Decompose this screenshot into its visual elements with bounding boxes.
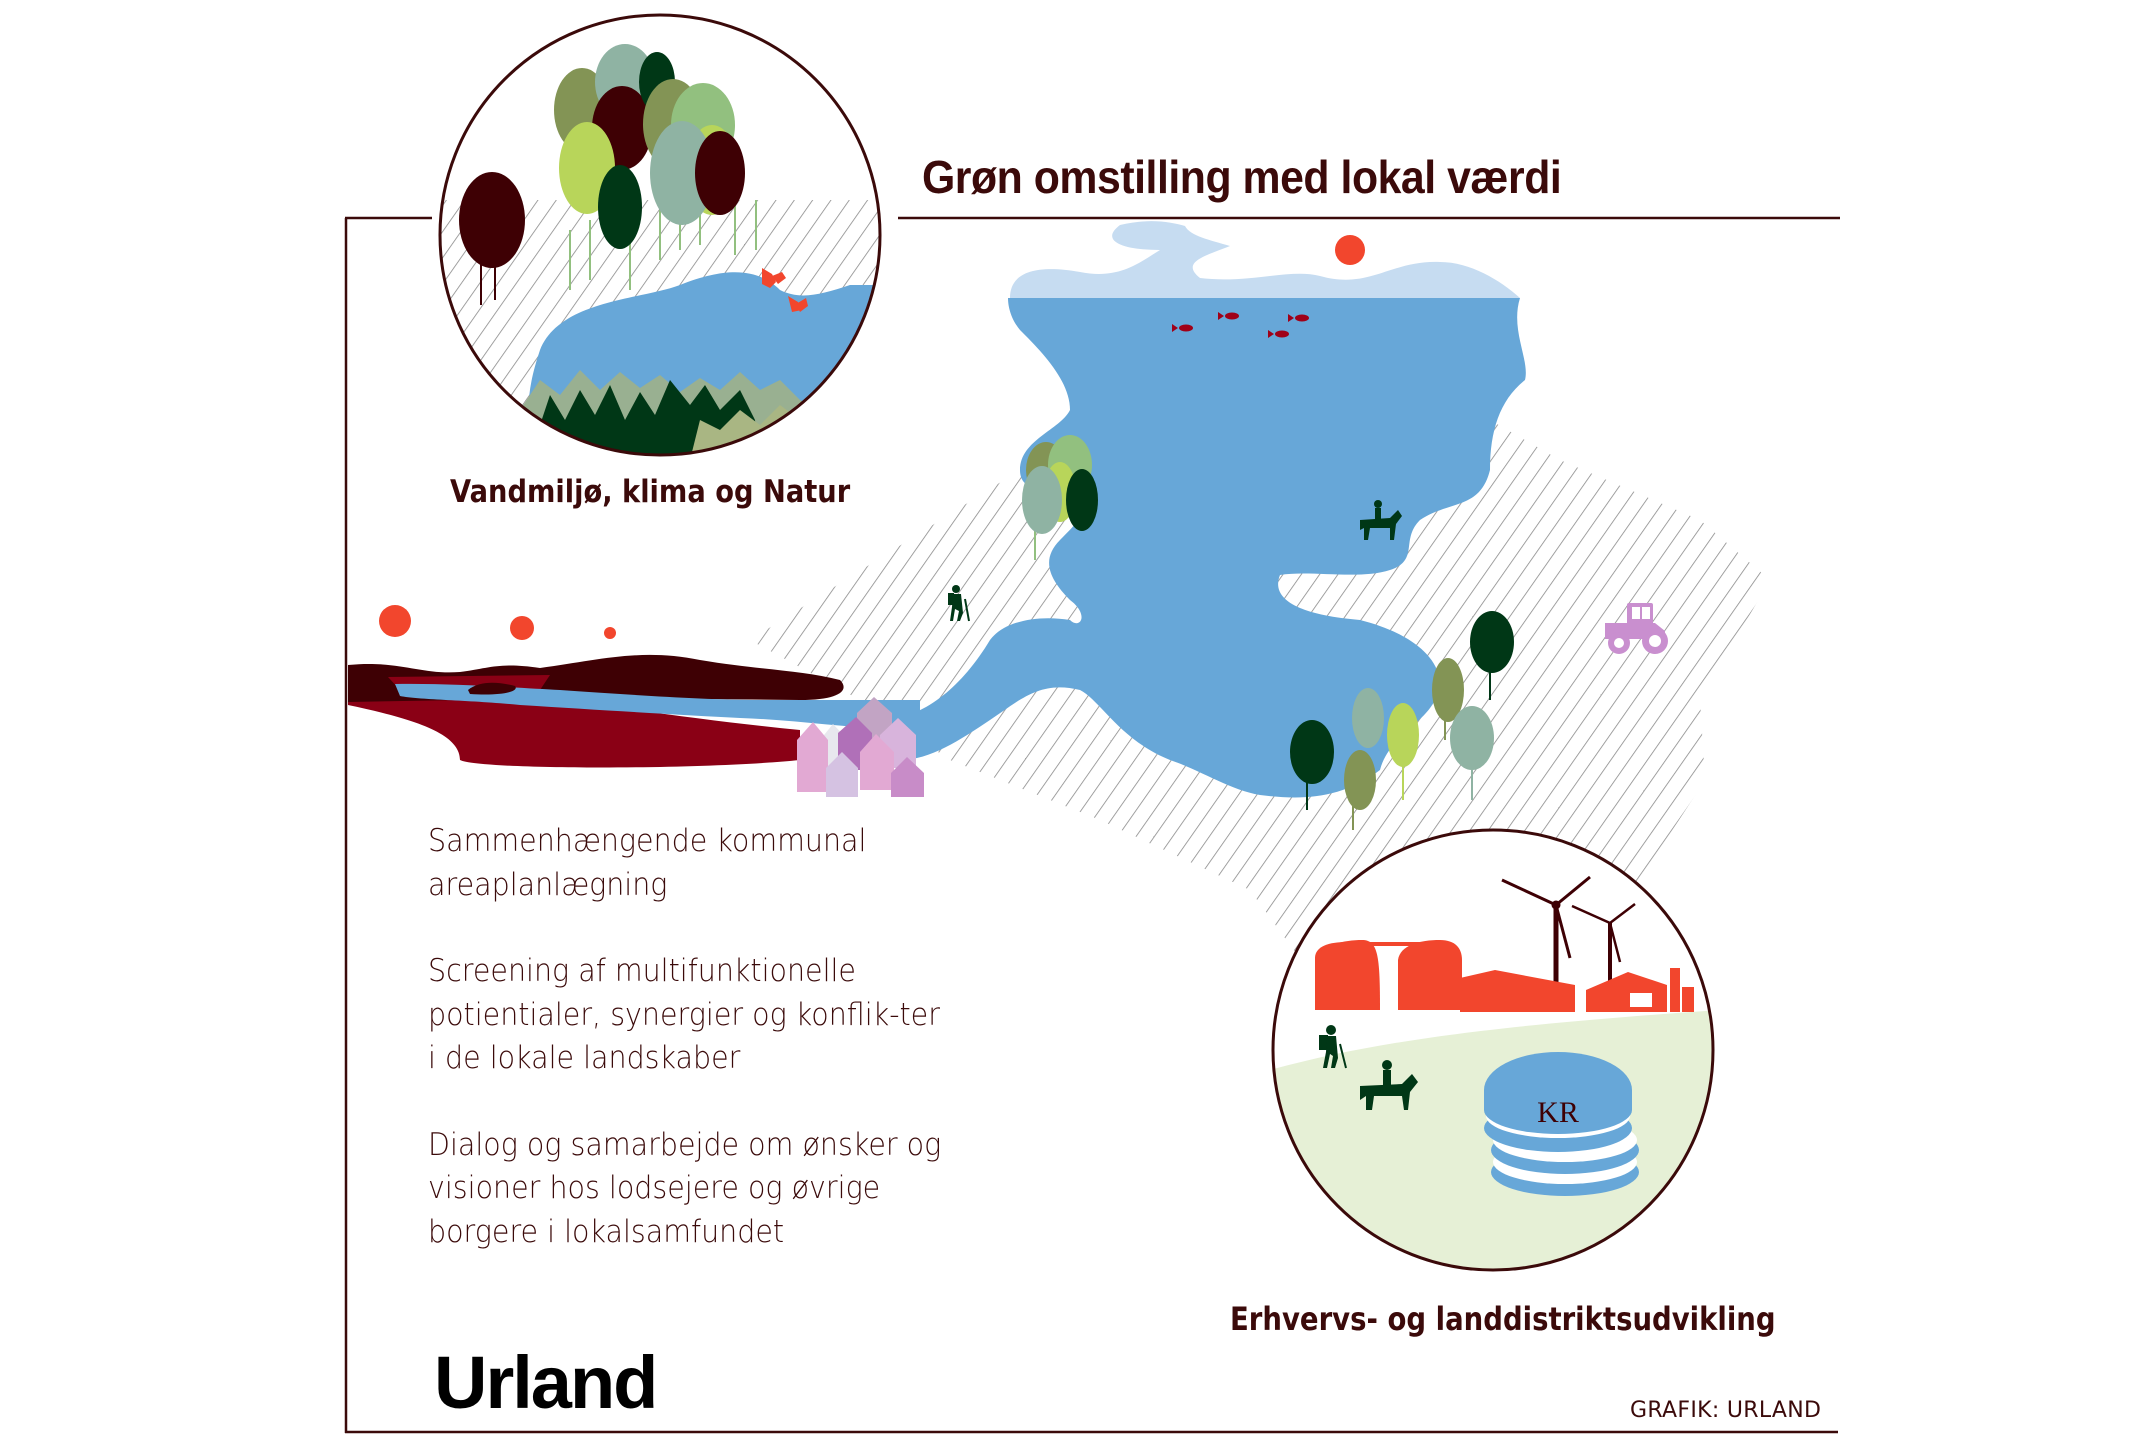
hiker-icon — [948, 585, 970, 622]
factory-icon — [1315, 940, 1694, 1012]
tree-icon — [1344, 750, 1376, 810]
tree-icon — [650, 121, 714, 225]
house-icon — [797, 722, 828, 792]
urland-logo: Urland — [434, 1341, 658, 1424]
tree-icon — [1066, 469, 1098, 531]
tree-icon — [1022, 466, 1062, 534]
tree-icon — [1432, 658, 1464, 722]
houses — [797, 697, 924, 797]
tree-group-left-bank — [1022, 435, 1098, 560]
tree-icon — [598, 165, 642, 249]
house-icon — [860, 734, 894, 790]
wind-turbine-icon — [1501, 875, 1636, 985]
sun-icon — [1335, 235, 1365, 265]
tree-icon — [1290, 720, 1334, 784]
lake-river — [880, 298, 1526, 798]
tree-icon — [1450, 706, 1494, 770]
nature-circle-label: Vandmiljø, klima og Natur — [450, 474, 851, 510]
fish-icon — [1172, 312, 1309, 338]
nature-circle — [438, 13, 882, 457]
tree-icon — [1470, 611, 1514, 673]
tree-icon — [459, 172, 525, 268]
tractor-icon — [1605, 603, 1668, 654]
sky — [1010, 221, 1520, 298]
business-circle: KR — [1271, 828, 1715, 1272]
page-title: Grøn omstilling med lokal værdi — [922, 151, 1562, 203]
sun-dots — [379, 605, 616, 640]
house-icon — [826, 752, 858, 797]
coin-label: KR — [1537, 1096, 1579, 1129]
horse-rider-icon — [1360, 500, 1402, 540]
paragraph-planning: Sammenhængende kommunal areaplanlægning — [428, 823, 867, 903]
tree-icon — [695, 131, 745, 215]
paragraph-dialog: Dialog og samarbejde om ønsker og vision… — [428, 1126, 942, 1250]
coastline — [348, 654, 920, 768]
tree-group-right-bank — [1290, 611, 1514, 830]
graphic-credit: GRAFIK: URLAND — [1630, 1398, 1822, 1423]
horse-rider-icon — [1360, 1060, 1418, 1110]
frame — [344, 216, 1840, 1434]
tree-icon — [1387, 703, 1419, 767]
tree-icon — [1352, 688, 1384, 748]
body-text: Sammenhængende kommunal areaplanlægning … — [428, 820, 988, 1297]
house-icon — [891, 757, 924, 797]
butterfly-icon — [762, 268, 808, 312]
coin-stack-icon: KR — [1484, 1052, 1639, 1196]
business-circle-label: Erhvervs- og landdistriktsudvikling — [1230, 1300, 1776, 1338]
paragraph-screening: Screening af multifunktionelle potientia… — [428, 953, 940, 1076]
hiker-icon — [1319, 1025, 1347, 1069]
